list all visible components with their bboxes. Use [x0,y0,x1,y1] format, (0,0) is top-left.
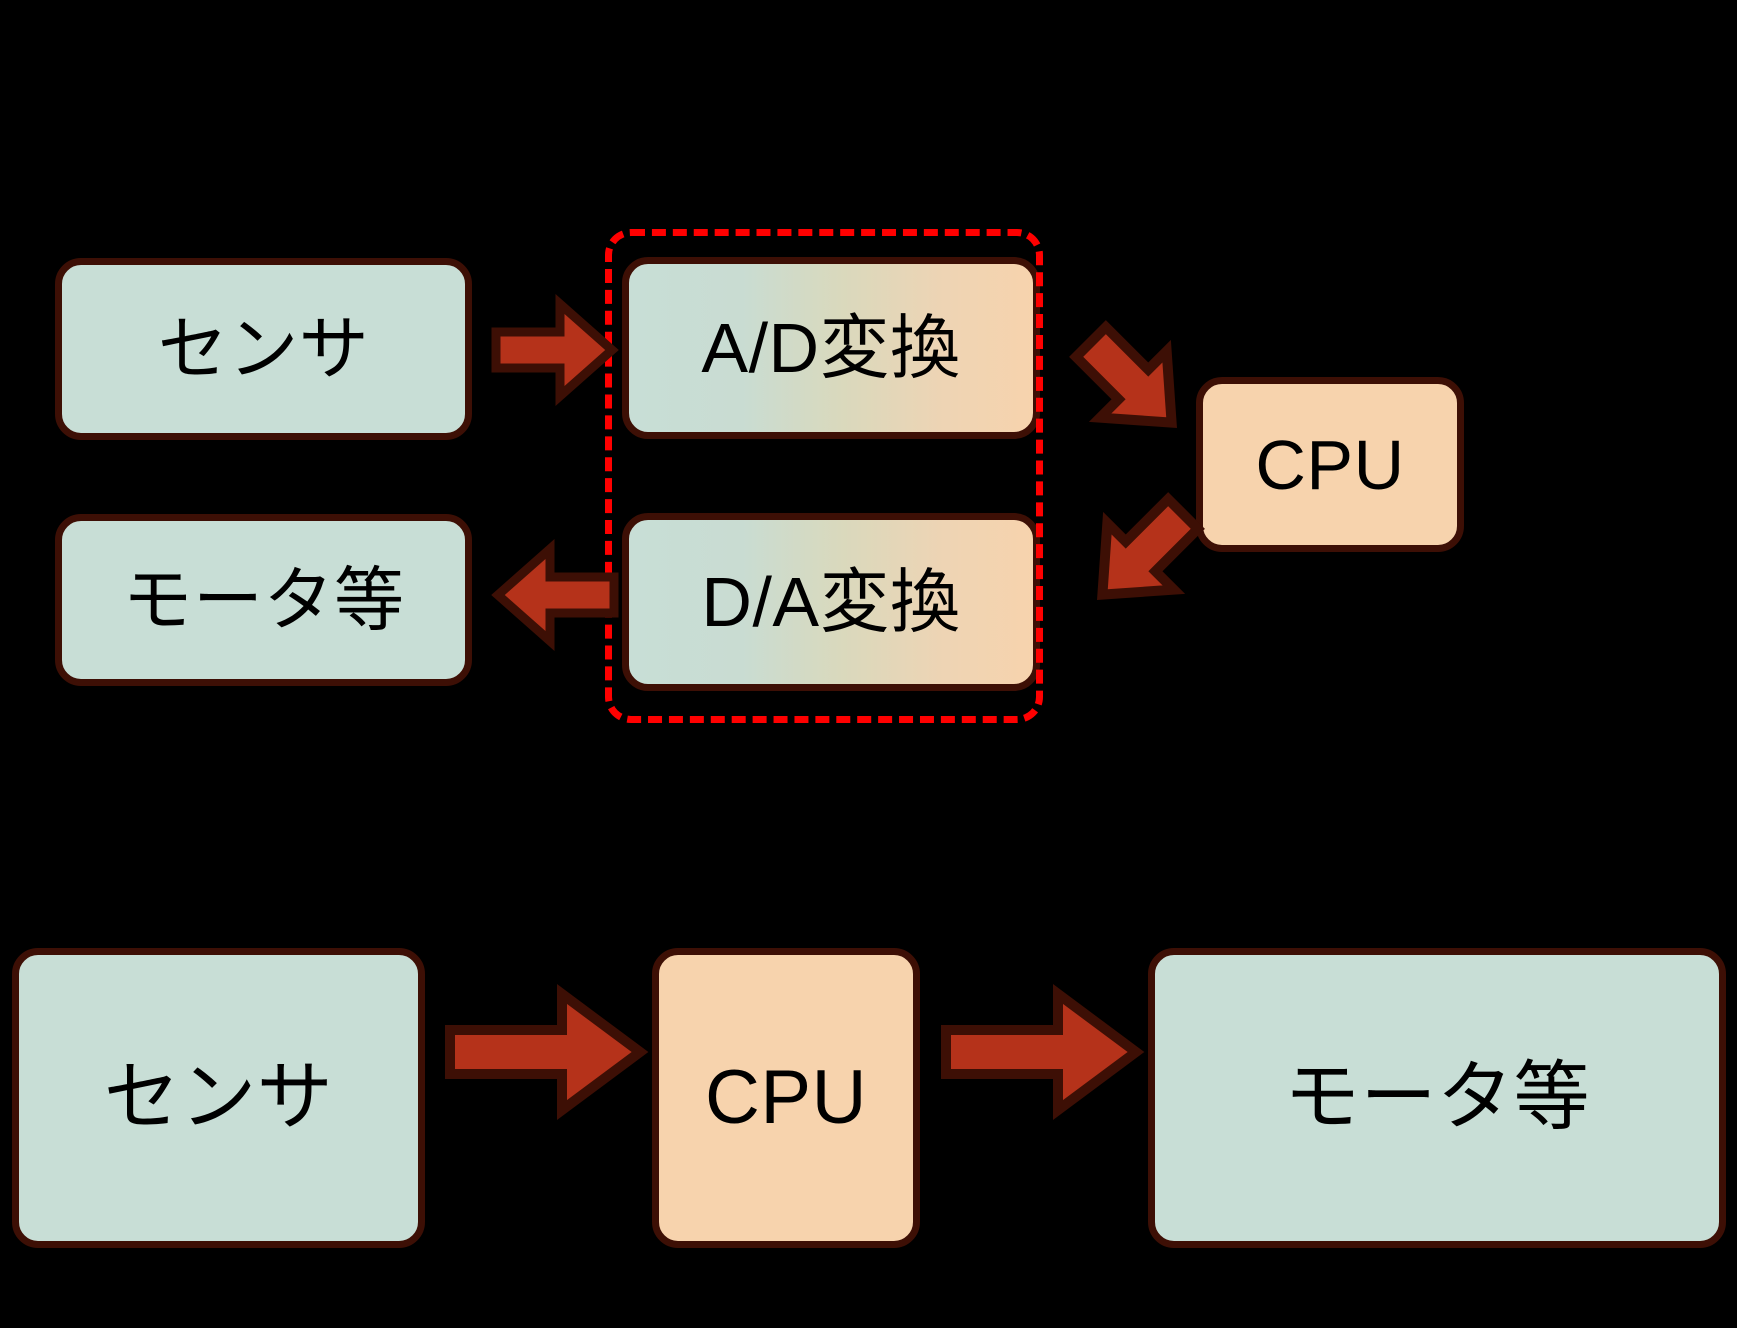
arrow-sensor-to-ad-icon [491,294,619,406]
node-cpu-bottom-label: CPU [705,1055,867,1140]
node-cpu-top-label: CPU [1255,425,1405,504]
arrow-da-to-motor-icon [491,539,619,651]
node-cpu-top[interactable]: CPU [1196,377,1464,552]
node-sensor-bottom-label: センサ [103,1055,334,1140]
node-da-convert-label: D/A変換 [701,563,961,641]
node-sensor-top-label: センサ [157,310,370,388]
node-ad-convert[interactable]: A/D変換 [622,257,1040,439]
node-motor-top-label: モータ等 [122,561,405,639]
arrow-cpu-to-motor-bottom-icon [941,984,1145,1120]
arrow-cpu-to-da-icon [1072,490,1212,620]
node-ad-convert-label: A/D変換 [701,309,961,387]
node-da-convert[interactable]: D/A変換 [622,513,1040,691]
node-sensor-top[interactable]: センサ [55,258,472,440]
arrow-sensor-to-cpu-bottom-icon [445,984,649,1120]
arrow-ad-to-cpu-icon [1062,320,1202,444]
node-motor-bottom-label: モータ等 [1284,1055,1590,1140]
node-cpu-bottom[interactable]: CPU [652,948,920,1248]
node-motor-top[interactable]: モータ等 [55,514,472,686]
node-sensor-bottom[interactable]: センサ [12,948,425,1248]
node-motor-bottom[interactable]: モータ等 [1148,948,1726,1248]
